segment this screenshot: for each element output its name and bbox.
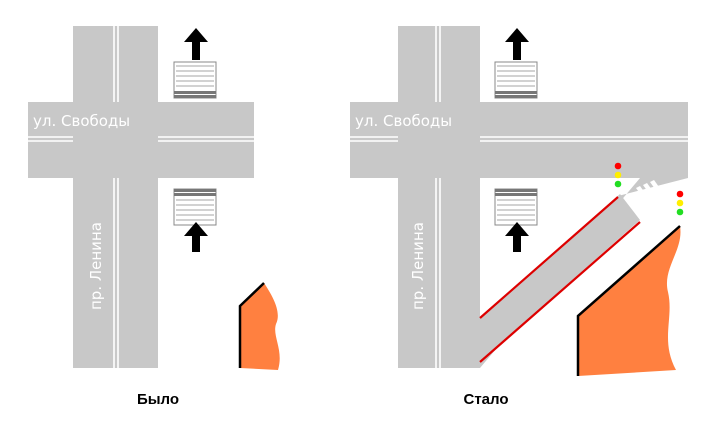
arrow-up-icon (505, 28, 529, 60)
curb-line (479, 221, 641, 363)
building-top (173, 61, 217, 99)
panel-after: ул. Свободы пр. Ленина Стало (350, 26, 688, 408)
street-label-vertical: пр. Ленина (87, 222, 105, 310)
arrow-up-icon (184, 28, 208, 60)
orange-lot (238, 282, 280, 370)
traffic-light-icon (676, 190, 684, 216)
street-label-horizontal: ул. Свободы (33, 112, 130, 130)
curb-line (479, 196, 619, 319)
horizontal-road (28, 102, 254, 178)
street-label-vertical: пр. Ленина (409, 222, 427, 310)
caption-after: Стало (463, 391, 508, 408)
street-label-horizontal: ул. Свободы (355, 112, 452, 130)
vertical-road (398, 26, 480, 368)
building-bottom (494, 188, 538, 226)
orange-lot (576, 225, 681, 376)
crosswalk-icon (636, 180, 664, 202)
building-bottom (173, 188, 217, 226)
horizontal-road (350, 102, 688, 178)
diagonal-road (480, 160, 688, 368)
building-top (494, 61, 538, 99)
vertical-road (73, 26, 158, 368)
arrow-up-icon (184, 222, 208, 252)
diagonal-road-body (480, 194, 640, 362)
traffic-light-icon (614, 162, 622, 188)
panel-before: ул. Свободы пр. Ленина Было (28, 26, 280, 408)
caption-before: Было (137, 391, 179, 408)
arrow-up-icon (505, 222, 529, 252)
